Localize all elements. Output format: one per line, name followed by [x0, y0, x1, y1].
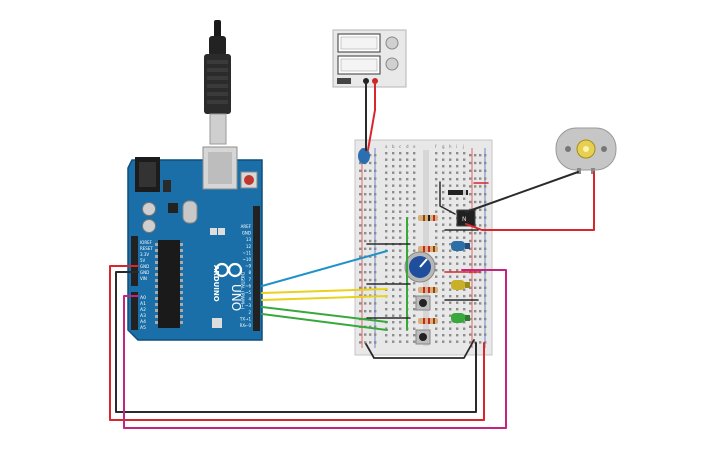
led-blue[interactable] — [451, 241, 470, 251]
breadboard-column-letter: e — [413, 144, 416, 149]
resistor[interactable] — [418, 318, 438, 324]
led-yellow[interactable] — [451, 280, 470, 290]
arduino-uno-board[interactable]: ARDUINO UNO DIGITAL (PWM~) IOREFRESET3.3… — [127, 146, 263, 341]
digital-header-label: ~10 — [243, 257, 252, 262]
digital-header-label: ~5 — [245, 290, 251, 295]
resistor[interactable] — [418, 287, 438, 293]
reset-button-icon[interactable] — [240, 171, 258, 189]
power-header-label: 5V — [140, 258, 146, 263]
wires — [109, 81, 595, 429]
resistor[interactable] — [418, 215, 438, 221]
digital-header-label: 2 — [248, 310, 251, 315]
power-header-label: GND — [140, 270, 149, 275]
digital-header-label: RX←0 — [240, 323, 252, 328]
digital-header-label: TX→1 — [239, 316, 252, 321]
analog-header-label: A4 — [140, 319, 146, 325]
analog-header-label: A2 — [140, 307, 146, 313]
pushbutton-icon[interactable] — [415, 295, 431, 311]
transistor[interactable]: N — [456, 209, 476, 227]
digital-header-label: 13 — [246, 237, 252, 242]
breadboard-column-letter: h — [449, 144, 452, 149]
digital-header-label: ~3 — [245, 303, 251, 308]
digital-header-label: 7 — [248, 277, 251, 282]
power-header-label: 3.3V — [140, 252, 149, 257]
capacitor[interactable] — [358, 148, 370, 164]
digital-section-label: DIGITAL (PWM~) — [239, 272, 245, 310]
breadboard-column-letter: a — [385, 144, 388, 149]
arduino-brand: ARDUINO — [212, 265, 220, 302]
breadboard-column-letter: d — [406, 144, 409, 149]
pushbutton-icon[interactable] — [415, 329, 431, 345]
analog-header-label: A1 — [140, 301, 146, 307]
usb-plug-icon[interactable] — [204, 20, 231, 145]
digital-header-label: AREF — [241, 224, 252, 229]
arduino-logo-icon — [214, 262, 243, 278]
power-header-label: IOREF — [140, 240, 153, 245]
power-header-label: RESET — [140, 246, 153, 251]
digital-header-label: ~9 — [245, 264, 251, 269]
breadboard-column-letter: g — [442, 144, 445, 149]
digital-header-label: 4 — [248, 297, 251, 302]
diode[interactable] — [448, 190, 468, 195]
breadboard-column-letter: c — [399, 144, 401, 149]
breadboard-column-letter: j — [462, 144, 464, 149]
digital-header-label: GND — [242, 231, 251, 236]
led-green[interactable] — [451, 313, 470, 323]
potentiometer-icon[interactable] — [404, 251, 436, 283]
digital-header-label: ~6 — [245, 283, 251, 288]
dc-motor-icon[interactable] — [555, 127, 617, 174]
breadboard-column-letter: i — [456, 144, 457, 149]
analog-header-label: A5 — [140, 325, 146, 331]
analog-header-label: A3 — [140, 313, 146, 319]
power-supply-icon[interactable] — [332, 29, 407, 88]
power-header-label: GND — [140, 264, 149, 269]
breadboard-column-letter: f — [435, 144, 437, 149]
svg-text:N: N — [462, 216, 467, 223]
breadboard-column-letter: b — [392, 144, 395, 149]
digital-header-label: 12 — [246, 244, 252, 249]
power-header-label: VIN — [140, 276, 147, 281]
digital-header-label: 8 — [248, 270, 251, 275]
resistor[interactable] — [418, 246, 438, 252]
arduino-model: UNO — [229, 284, 243, 311]
digital-header-label: ~11 — [243, 250, 252, 255]
analog-header-label: A0 — [140, 295, 146, 301]
